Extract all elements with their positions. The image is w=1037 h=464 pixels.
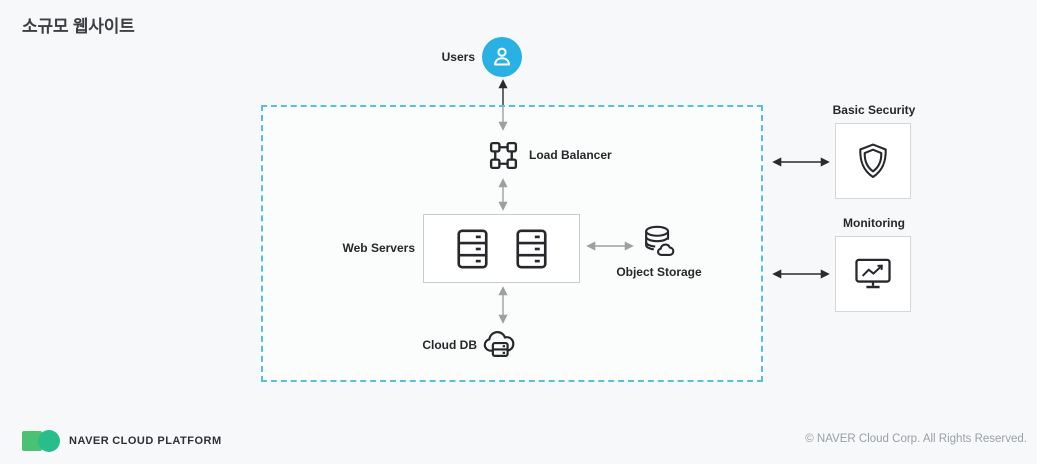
web-servers-label: Web Servers <box>342 241 416 255</box>
cloud-db-icon <box>481 328 519 361</box>
logo-circle-icon <box>38 430 60 452</box>
logo-text-rest: CLOUD PLATFORM <box>112 435 222 447</box>
object-storage-icon <box>639 222 679 264</box>
monitor-chart-icon <box>854 257 892 291</box>
object-storage-label: Object Storage <box>616 265 702 279</box>
users-label: Users <box>441 50 475 64</box>
users-node <box>482 37 522 77</box>
monitoring-box <box>835 236 911 312</box>
basic-security-label: Basic Security <box>832 103 916 117</box>
logo-square-icon <box>22 431 42 451</box>
copyright-text: © NAVER Cloud Corp. All Rights Reserved. <box>805 433 1027 445</box>
load-balancer-icon <box>487 139 520 172</box>
server-icon <box>515 228 548 270</box>
logo-text-bold: NAVER <box>69 435 110 447</box>
shield-icon <box>857 142 889 180</box>
server-icon <box>456 228 489 270</box>
web-servers-box <box>423 214 580 283</box>
basic-security-box <box>835 123 911 199</box>
page-title: 소규모 웹사이트 <box>22 17 135 36</box>
load-balancer-label: Load Balancer <box>529 148 612 162</box>
user-icon <box>490 45 514 69</box>
cloud-db-label: Cloud DB <box>422 338 477 352</box>
monitoring-label: Monitoring <box>843 216 905 230</box>
